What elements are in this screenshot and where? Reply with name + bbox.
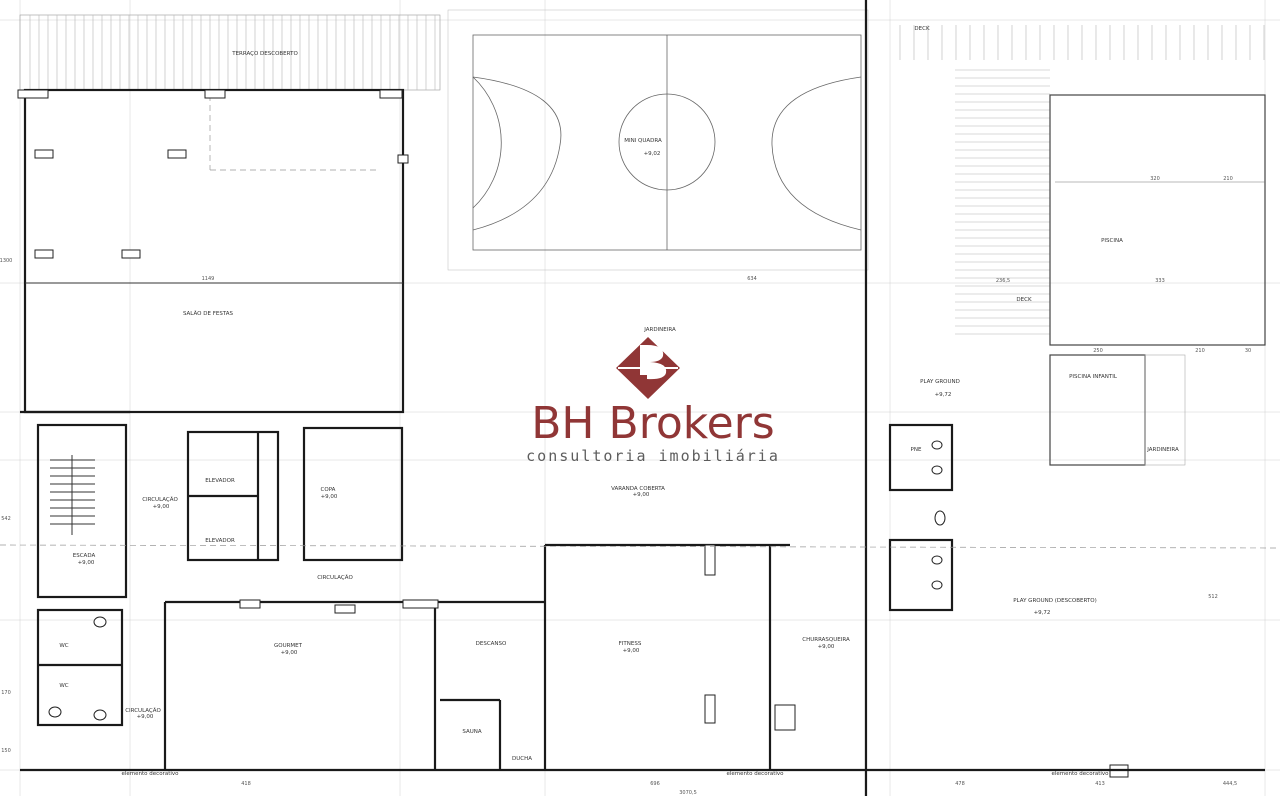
label-deck-top: DECK [914,26,930,32]
label-gourmet-level: +9,00 [281,650,298,656]
dim-bottom-4: 413 [1095,781,1105,787]
stairs-drawing [50,455,95,535]
label-elemento-1: elemento decorativo [122,771,180,777]
label-deck-mid: DECK [1016,297,1032,303]
wc-fixtures [48,440,946,721]
label-copa-level: +9,00 [321,494,338,500]
label-wc-1: WC [59,643,68,649]
pool-area [1049,94,1266,466]
dim-pi-2: 210 [1195,348,1205,354]
label-escada-level: +9,00 [78,560,95,566]
dim-pi-1: 250 [1093,348,1103,354]
label-copa: COPA [321,487,336,493]
dim-top: 1149 [202,276,215,282]
label-ducha: DUCHA [512,756,532,762]
watermark-tagline: consultoria imobiliária [526,447,780,465]
label-fitness-level: +9,00 [623,648,640,654]
terrace-pattern [29,15,436,90]
dim-left-1: 1300 [0,258,12,264]
dim-pi-3: 30 [1245,348,1251,354]
label-terraco: TERRAÇO DESCOBERTO [231,51,298,57]
label-play-ground-desc: PLAY GROUND (DESCOBERTO) [1013,598,1097,604]
label-mini-quadra: MINI QUADRA [624,138,662,144]
dim-pool-w: 320 [1150,176,1160,182]
dim-right-2: 333 [1155,278,1165,284]
label-piscina: PISCINA [1101,238,1123,244]
room-labels: TERRAÇO DESCOBERTO SALÃO DE FESTAS MINI … [59,26,1179,777]
label-wc-2: WC [59,683,68,689]
dim-mid: 634 [747,276,757,282]
dim-bottom-1: 418 [241,781,251,787]
label-elemento-2: elemento decorativo [727,771,785,777]
label-circulacao-2: CIRCULAÇÃO [317,574,353,581]
dim-right-v: 512 [1208,594,1218,600]
label-churrasqueira-level: +9,00 [818,644,835,650]
label-circulacao-1-level: +9,00 [153,504,170,510]
dim-bottom-total: 3070,5 [679,790,697,796]
label-circulacao-3: CIRCULAÇÃO [125,707,161,714]
label-churrasqueira: CHURRASQUEIRA [802,637,850,643]
dim-right-1: 236,5 [996,278,1010,284]
label-varanda-level: +9,00 [633,492,650,498]
dim-bottom-3: 478 [955,781,965,787]
label-play-ground: PLAY GROUND [920,379,960,385]
label-pne: PNE [911,447,922,453]
label-escada: ESCADA [73,553,96,559]
house-diamond-icon [616,337,680,399]
label-varanda: VARANDA COBERTA [611,486,665,492]
walls-salao [17,88,409,414]
watermark: BH Brokers consultoria imobiliária [526,337,780,465]
label-elevador-2: ELEVADOR [205,538,235,544]
dimension-labels: 1149 634 236,5 333 418 696 478 413 444,5… [0,176,1251,796]
label-mini-quadra-level: +9,02 [644,151,661,157]
label-play-ground-level: +9,72 [935,392,952,398]
label-elevador-1: ELEVADOR [205,478,235,484]
label-salao: SALÃO DE FESTAS [183,310,234,317]
dim-bottom-2: 696 [650,781,660,787]
dim-left-2: 542 [1,516,11,522]
dim-bottom-5: 444,5 [1223,781,1237,787]
label-circulacao-1: CIRCULAÇÃO [142,496,178,503]
dim-left-4: 150 [1,748,11,754]
watermark-brand: BH Brokers [531,398,774,449]
label-elemento-3: elemento decorativo [1052,771,1110,777]
label-sauna: SAUNA [462,729,481,735]
label-circulacao-3-level: +9,00 [137,714,154,720]
label-jardineira: JARDINEIRA [1146,447,1179,453]
label-descanso: DESCANSO [476,641,507,647]
label-jardineira-2: JARDINEIRA [643,327,676,333]
label-gourmet: GOURMET [274,643,303,649]
label-play-ground-desc-level: +9,72 [1034,610,1051,616]
dim-left-3: 170 [1,690,11,696]
label-fitness: FITNESS [619,641,642,647]
label-piscina-infantil: PISCINA INFANTIL [1069,374,1118,380]
dim-pool-h: 210 [1223,176,1233,182]
deck-pattern [899,25,1265,335]
mini-court [447,9,869,271]
